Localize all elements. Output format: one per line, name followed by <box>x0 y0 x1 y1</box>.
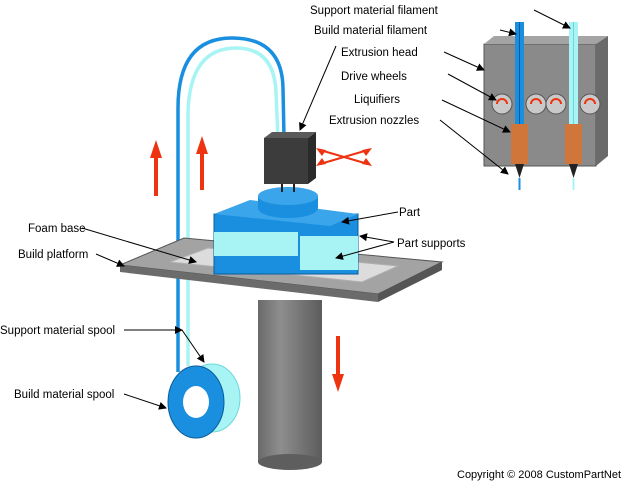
extrusion-head-box <box>264 132 316 192</box>
liquifier-right <box>565 124 582 164</box>
nozzle-left <box>515 164 524 178</box>
liquifier-left <box>511 124 528 164</box>
head-motion-arrows <box>319 149 369 165</box>
part <box>213 187 359 275</box>
up-arrows <box>150 136 208 196</box>
label-support-material-spool: Support material spool <box>0 325 115 337</box>
label-extrusion-nozzles: Extrusion nozzles <box>329 115 419 127</box>
label-liquifiers: Liquifiers <box>354 94 400 106</box>
nozzle-right <box>569 164 578 178</box>
label-extrusion-head: Extrusion head <box>341 47 418 59</box>
label-build-material-filament: Build material filament <box>314 25 428 37</box>
drive-wheels-inset <box>491 93 601 115</box>
label-build-platform: Build platform <box>18 249 88 261</box>
label-drive-wheels: Drive wheels <box>341 71 407 83</box>
copyright-text: Copyright © 2008 CustomPartNet <box>457 469 621 481</box>
label-support-material-filament: Support material filament <box>310 5 439 17</box>
extrusion-head-inset <box>483 22 608 190</box>
support-column <box>258 300 322 470</box>
head-motion-arrowheads <box>316 148 372 166</box>
down-arrow <box>332 336 344 392</box>
label-build-material-spool: Build material spool <box>14 389 114 401</box>
leader-lines <box>81 9 571 410</box>
label-foam-base: Foam base <box>28 223 86 235</box>
build-material-spool <box>167 365 225 439</box>
label-part: Part <box>399 207 421 219</box>
support-filament <box>186 46 280 366</box>
build-filament <box>176 36 286 372</box>
label-part-supports: Part supports <box>397 238 466 250</box>
